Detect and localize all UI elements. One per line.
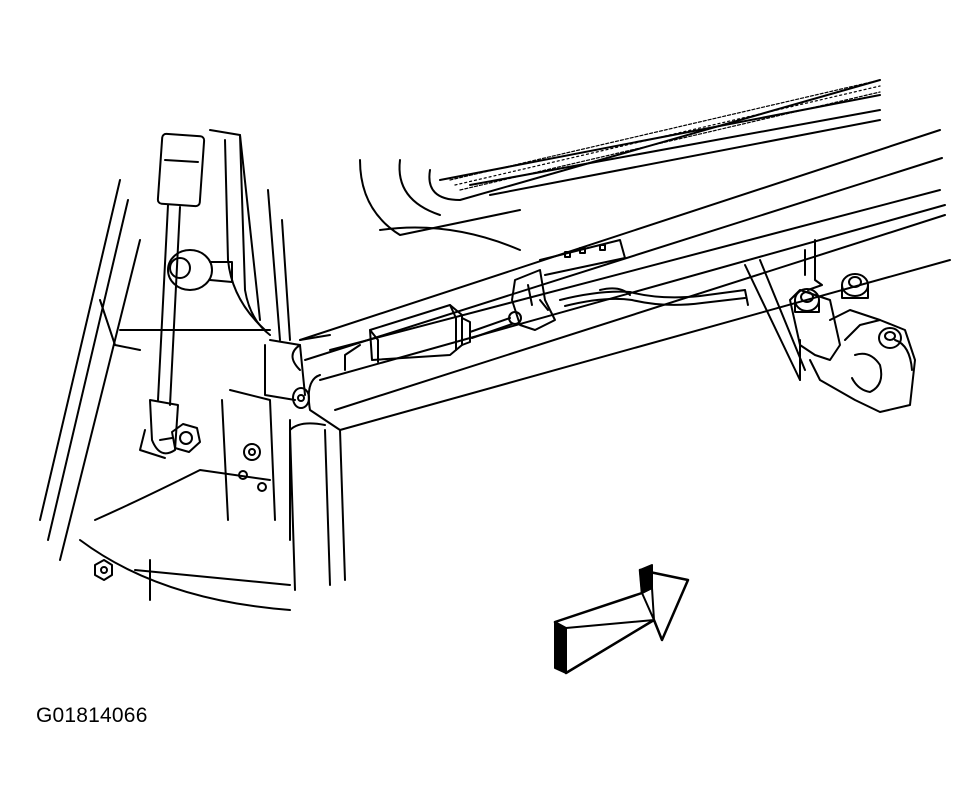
weather-seal xyxy=(450,80,880,190)
latch-assembly xyxy=(745,240,915,412)
pillar-hole xyxy=(244,444,260,460)
panel-fastener xyxy=(293,388,309,408)
pillar-hole xyxy=(258,483,266,491)
latch-bolts xyxy=(795,274,901,348)
strut-cylinder xyxy=(158,134,205,207)
view-direction-arrow xyxy=(555,565,688,673)
latch-mechanism-center xyxy=(512,240,625,330)
cable-harness xyxy=(560,288,748,306)
figure-id-label: G01814066 xyxy=(36,704,148,727)
pillar-hole xyxy=(239,471,247,479)
latch-actuator xyxy=(370,305,470,362)
strut-lower-nut xyxy=(160,424,200,452)
pillar-nut xyxy=(95,560,112,580)
latch-bolt xyxy=(879,328,901,348)
strut-mount-stud xyxy=(168,250,232,290)
latch-bolt xyxy=(795,289,819,312)
pillar-hole xyxy=(249,449,255,455)
latch-bolt xyxy=(842,274,868,298)
body-pillar xyxy=(40,130,305,610)
lift-strut xyxy=(140,134,204,458)
